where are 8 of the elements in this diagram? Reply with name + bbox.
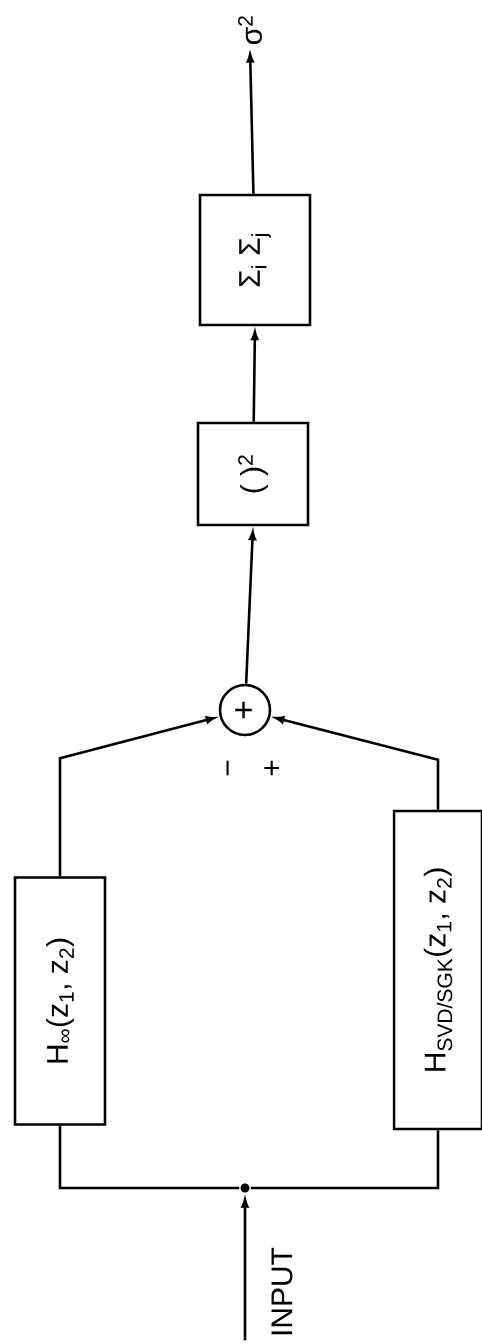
square-box: ( )$^{2}$ <box>196 421 310 527</box>
filter-box: H$_{SVD/SGK}$(z$_{1}$, z$_{2}$) <box>392 809 482 1131</box>
edge-label: − <box>226 760 229 776</box>
filter-box: H$_{∞}$(z$_{1}$, z$_{2}$) <box>13 876 107 1126</box>
summing-junction: + <box>218 683 272 737</box>
output-label: σ$^{2}$ <box>238 16 262 45</box>
input-label: INPUT <box>271 1247 293 1335</box>
summation-box: Σ$_{i}$ Σ$_{j}$ <box>198 193 312 327</box>
